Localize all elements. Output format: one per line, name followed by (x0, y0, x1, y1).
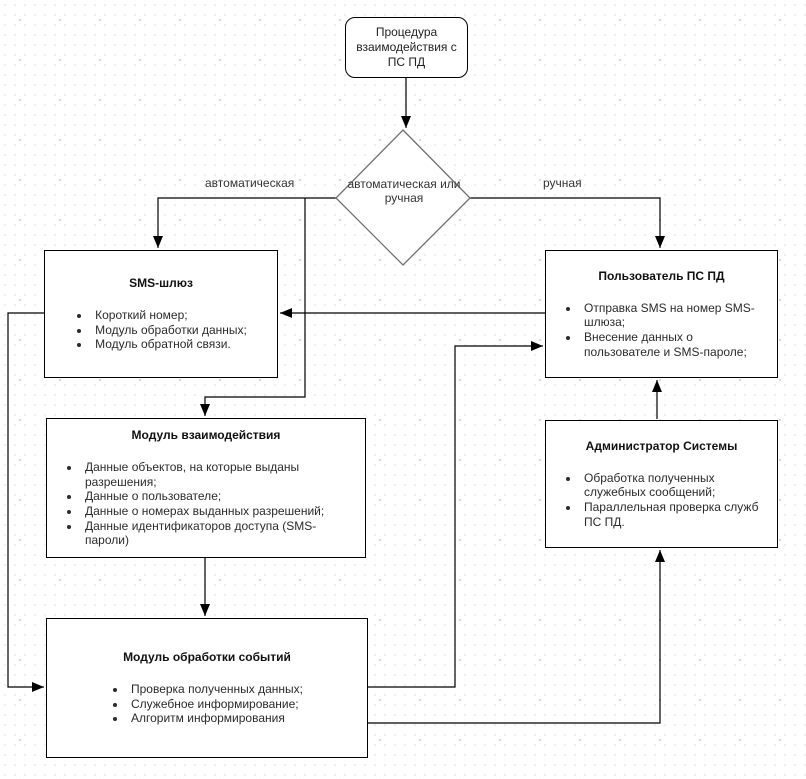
node-events-module-items: Проверка полученных данных;Служебное инф… (111, 682, 303, 726)
decision-diamond-shape[interactable] (335, 129, 471, 266)
edge-sms-to-events[interactable] (7, 312, 44, 692)
edge-branch-to-interaction[interactable] (200, 198, 306, 416)
edge-label-manual: ручная (543, 176, 582, 190)
node-user-title: Пользователь ПС ПД (598, 268, 725, 283)
node-admin-items: Обработка полученных служебных сообщений… (564, 471, 759, 530)
list-item: Отправка SMS на номер SMS-шлюза; (580, 301, 759, 330)
node-events-module-title: Модуль обработки событий (123, 650, 291, 665)
node-user[interactable]: Пользователь ПС ПД Отправка SMS на номер… (545, 250, 778, 378)
list-item: Внесение данных о пользователе и SMS-пар… (580, 330, 759, 359)
node-events-module[interactable]: Модуль обработки событий Проверка получе… (46, 618, 368, 758)
decision-label: автоматическая или ручная (347, 177, 461, 206)
node-admin-title: Администратор Системы (585, 438, 738, 453)
node-start[interactable]: Процедура взаимодействия с ПС ПД (345, 17, 468, 78)
node-sms-gateway-title: SMS-шлюз (129, 276, 193, 291)
list-item: Короткий номер; (91, 308, 247, 323)
edge-events-to-admin[interactable] (368, 550, 665, 724)
list-item: Данные о пользователе; (81, 489, 347, 504)
list-item: Модуль обработки данных; (91, 323, 247, 338)
list-item: Обработка полученных служебных сообщений… (580, 471, 759, 500)
node-interaction-module[interactable]: Модуль взаимодействия Данные объектов, н… (46, 418, 366, 558)
node-sms-gateway[interactable]: SMS-шлюз Короткий номер;Модуль обработки… (44, 250, 278, 378)
list-item: Проверка полученных данных; (127, 682, 303, 697)
list-item: Параллельная проверка служб ПС ПД. (580, 500, 759, 529)
list-item: Модуль обратной связи. (91, 337, 247, 352)
node-sms-gateway-items: Короткий номер;Модуль обработки данных;М… (75, 308, 247, 352)
edge-label-automatic: автоматическая (205, 176, 295, 190)
node-admin[interactable]: Администратор Системы Обработка полученн… (545, 420, 778, 548)
node-interaction-module-title: Модуль взаимодействия (131, 428, 281, 443)
node-start-label: Процедура взаимодействия с ПС ПД (356, 25, 457, 69)
list-item: Данные о номерах выданных разрешений; (81, 504, 347, 519)
list-item: Служебное информирование; (127, 697, 303, 712)
list-item: Алгоритм информирования (127, 711, 303, 726)
edge-events-to-user[interactable] (368, 341, 543, 688)
edge-decision-to-user[interactable] (470, 197, 665, 248)
node-user-items: Отправка SMS на номер SMS-шлюза;Внесение… (564, 301, 759, 360)
node-interaction-module-items: Данные объектов, на которые выданы разре… (65, 460, 347, 548)
edge-decision-to-sms[interactable] (153, 197, 336, 248)
list-item: Данные объектов, на которые выданы разре… (81, 460, 347, 489)
list-item: Данные идентификаторов доступа (SMS-паро… (81, 519, 347, 548)
